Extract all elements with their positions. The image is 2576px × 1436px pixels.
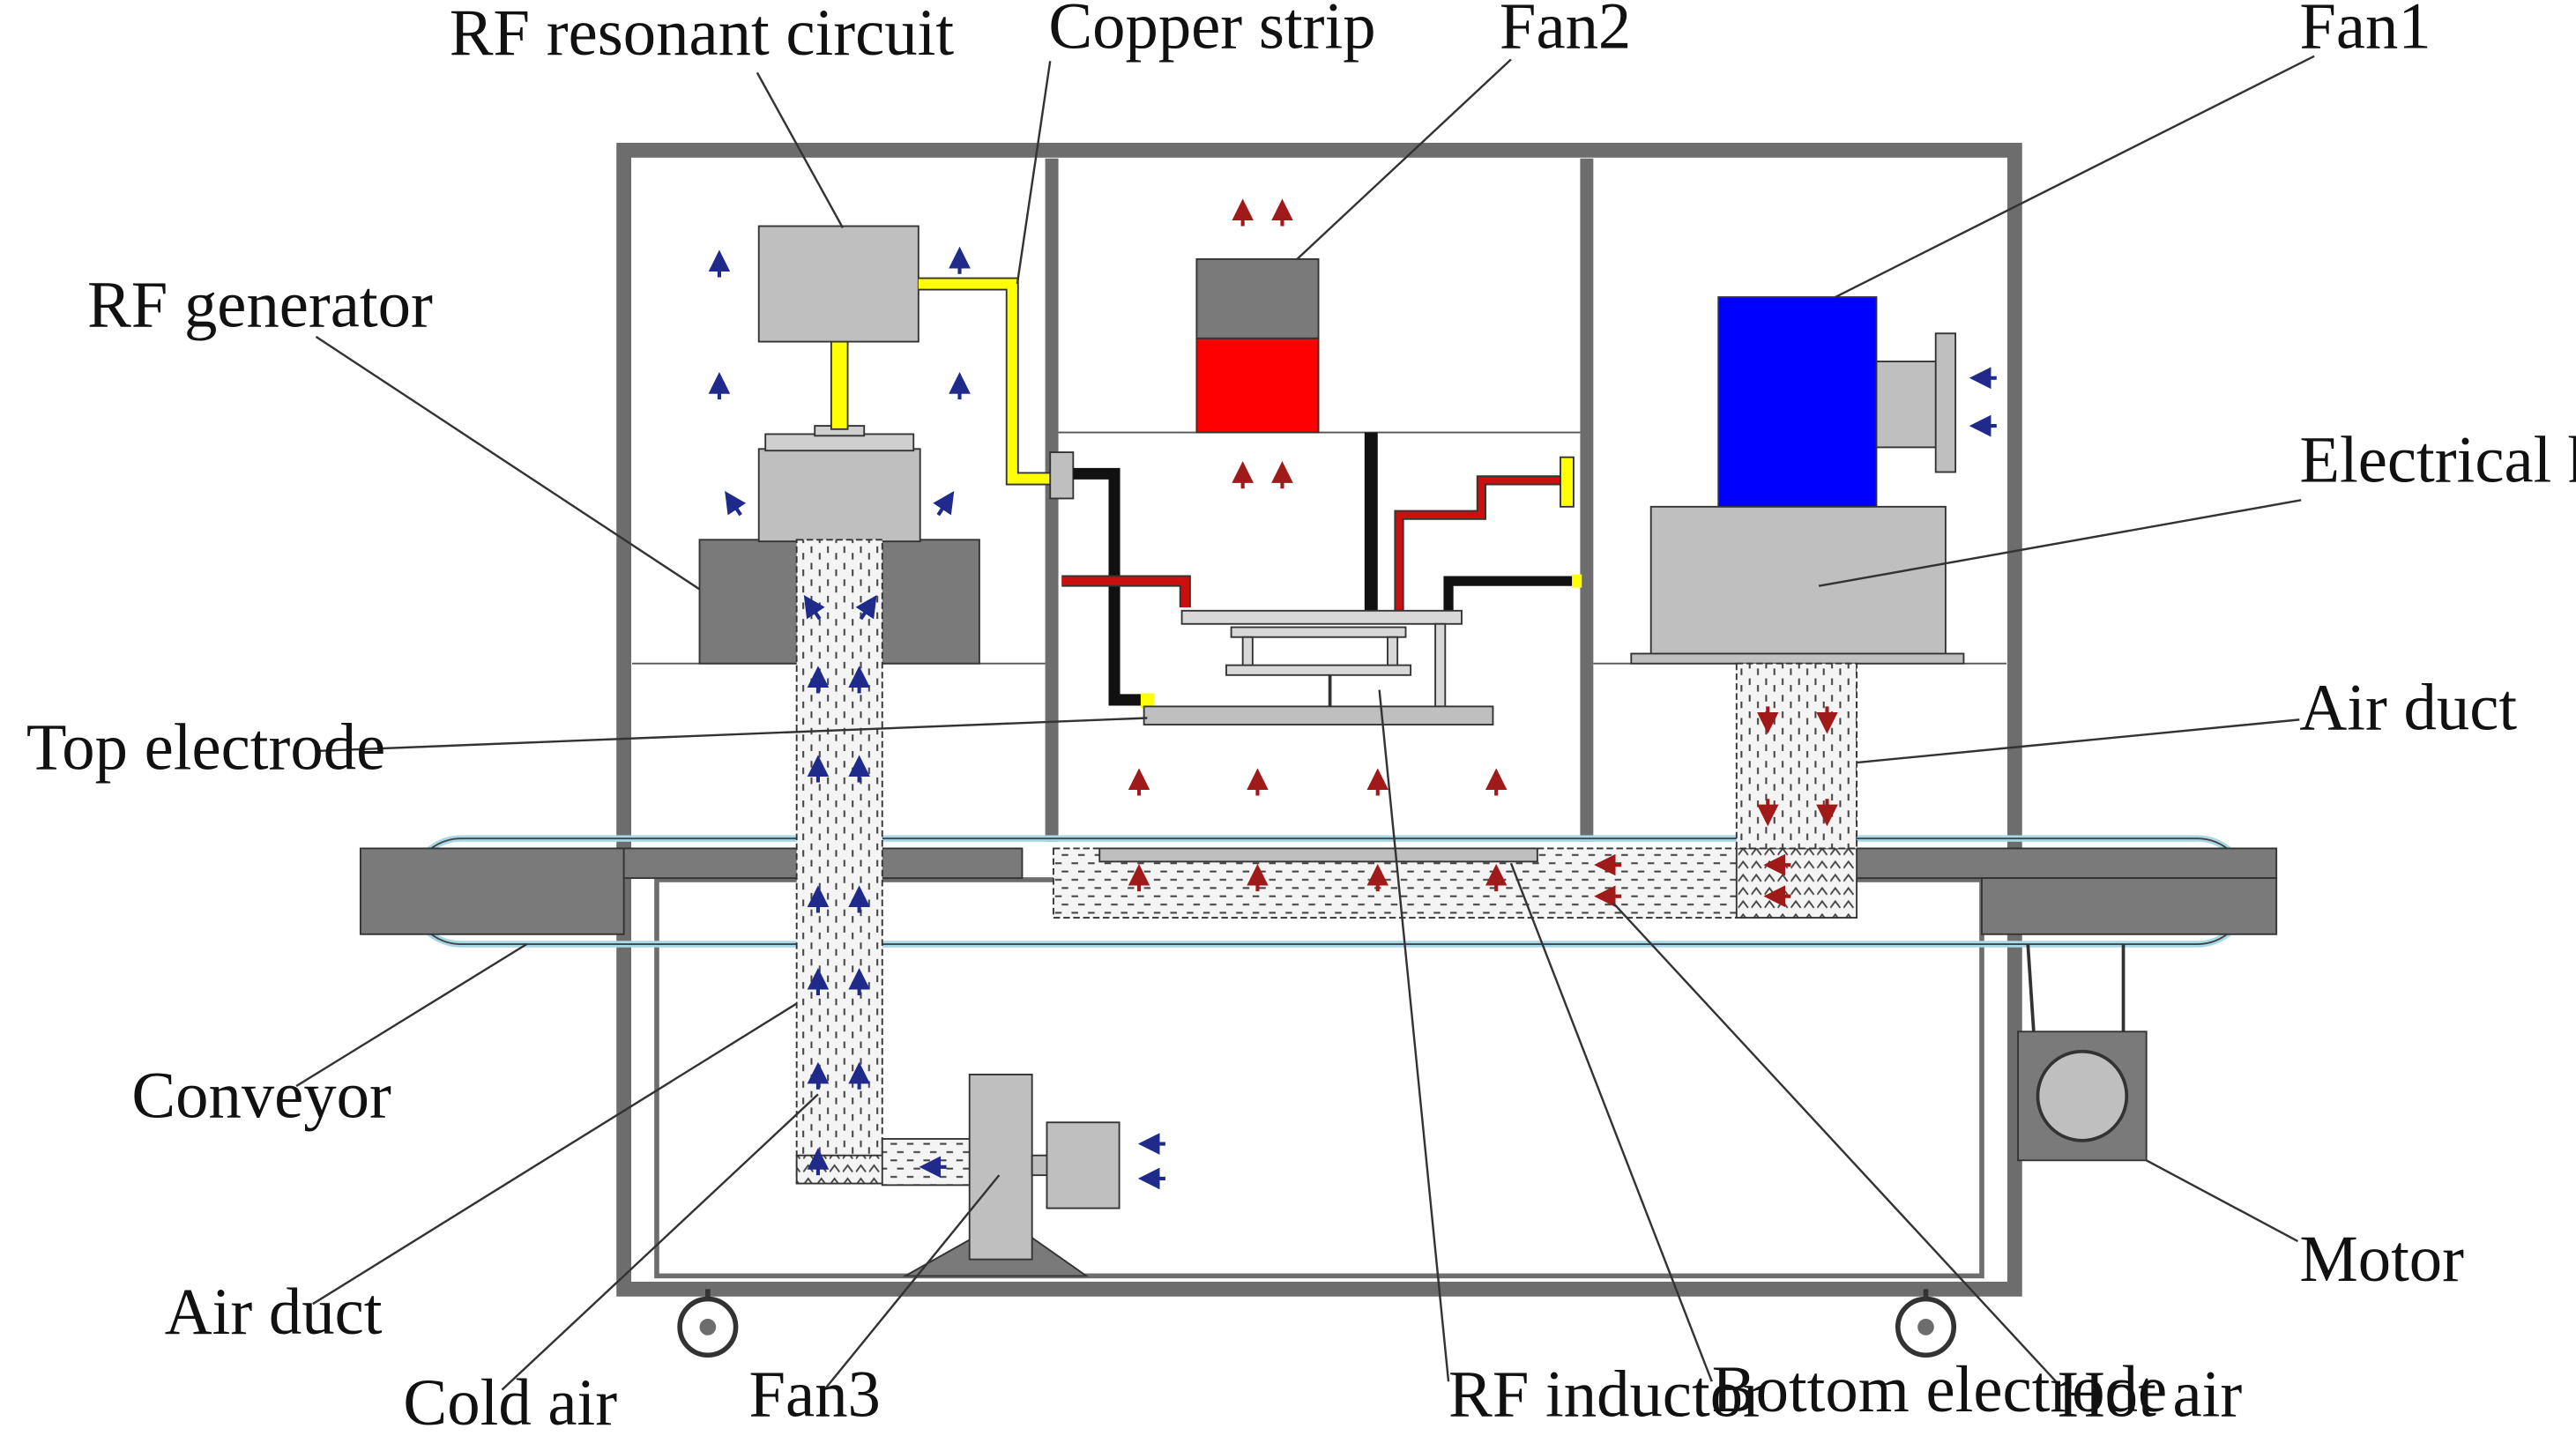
label-fan3: Fan3 <box>749 1358 881 1431</box>
cold-air-arrows <box>708 246 1997 1190</box>
label-motor: Motor <box>2299 1223 2464 1296</box>
fan1 <box>1717 296 1957 508</box>
label-air-duct-left: Air duct <box>165 1276 383 1349</box>
label-copper-strip: Copper strip <box>1048 0 1375 63</box>
label-top-electrode: Top electrode <box>26 711 385 784</box>
hot-air-vertical-duct <box>1735 662 1858 850</box>
wheels <box>677 1289 1957 1358</box>
label-air-duct-right: Air duct <box>2299 672 2517 745</box>
copper-strip <box>918 277 1075 500</box>
label-rf-generator: RF generator <box>87 269 433 342</box>
hot-air-arrows <box>1128 198 1838 908</box>
label-rf-inductor: RF inductor <box>1448 1358 1765 1431</box>
labels: RF resonant circuit Copper strip Fan2 Fa… <box>26 0 2576 1436</box>
bottom-electrode <box>1098 847 1538 863</box>
rf-resonant-circuit <box>757 225 919 343</box>
label-fan1: Fan1 <box>2299 0 2431 63</box>
fan3 <box>902 1074 1120 1277</box>
top-electrode <box>1143 705 1494 725</box>
label-fan2: Fan2 <box>1500 0 1631 63</box>
electrical-heater <box>1630 505 1965 665</box>
label-hot-air: Hot air <box>2058 1358 2243 1431</box>
label-conveyor: Conveyor <box>131 1060 391 1133</box>
rf-inductor <box>1061 432 1582 709</box>
motor <box>2017 943 2148 1162</box>
label-electrical-heater: Electrical heater <box>2299 424 2576 497</box>
label-bottom-electrode: Bottom electrode <box>1712 1353 2167 1426</box>
fan2 <box>1195 258 1320 434</box>
leader-lines <box>295 55 2315 1393</box>
label-cold-air: Cold air <box>403 1366 617 1436</box>
label-rf-resonant-circuit: RF resonant circuit <box>450 0 955 70</box>
